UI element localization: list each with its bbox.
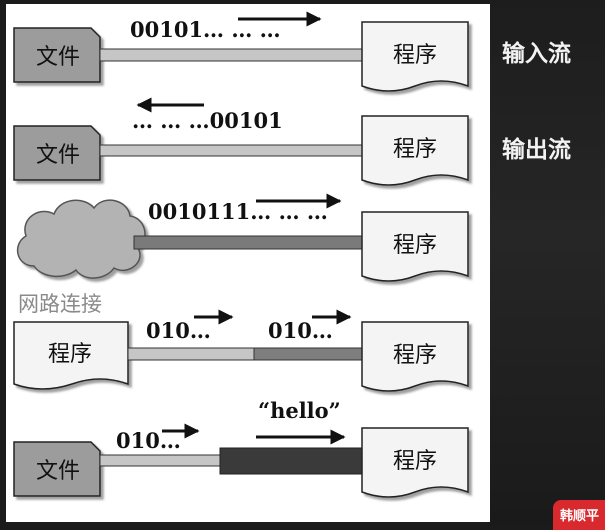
pipe-1 bbox=[99, 48, 363, 62]
pipe-4a bbox=[127, 347, 255, 361]
pipe-5b-buffer bbox=[219, 447, 363, 475]
stream-diagram: 文件 程序 00101… … … 文件 程序 … … …00101 网路连接 程… bbox=[13, 11, 469, 498]
row-4-program-stream: 程序 程序 010… 010… bbox=[13, 309, 469, 392]
bits-label-2: … … …00101 bbox=[132, 108, 283, 133]
program-box-4-left bbox=[13, 321, 129, 390]
pipe-5a bbox=[99, 454, 221, 467]
program-label-1: 程序 bbox=[393, 43, 437, 68]
dark-background bbox=[490, 0, 605, 525]
output-stream-label: 输出流 bbox=[502, 137, 571, 163]
author-watermark: 韩顺平 bbox=[553, 500, 605, 530]
file-label-1: 文件 bbox=[36, 45, 80, 70]
pipe-3 bbox=[133, 235, 363, 250]
cloud-icon bbox=[16, 199, 146, 279]
row-3-network-stream: 网路连接 程序 0010111… … … bbox=[16, 193, 469, 316]
slide: 文件 程序 00101… … … 文件 程序 … … …00101 网路连接 程… bbox=[6, 4, 490, 522]
bits-label-4b: 010… bbox=[268, 318, 333, 343]
row-1-input-stream: 文件 程序 00101… … … bbox=[13, 11, 469, 92]
program-box-5 bbox=[361, 427, 469, 498]
hello-label: “hello” bbox=[258, 398, 341, 423]
program-box-2 bbox=[361, 115, 469, 186]
program-label-5: 程序 bbox=[393, 449, 437, 474]
program-box-4-right bbox=[361, 321, 469, 392]
row-2-output-stream: 文件 程序 … … …00101 bbox=[13, 97, 469, 186]
file-box-2 bbox=[13, 125, 101, 181]
program-label-4-right: 程序 bbox=[393, 343, 437, 368]
program-box-1 bbox=[361, 21, 469, 92]
program-label-4-left: 程序 bbox=[48, 342, 92, 367]
program-box-3 bbox=[361, 211, 469, 282]
row-5-hello-stream: 文件 程序 010… “hello” bbox=[13, 398, 469, 498]
input-stream-label: 输入流 bbox=[502, 41, 571, 67]
file-label-2: 文件 bbox=[36, 143, 80, 168]
bits-label-4a: 010… bbox=[146, 318, 211, 343]
program-label-2: 程序 bbox=[393, 137, 437, 162]
network-label: 网路连接 bbox=[18, 292, 102, 316]
pipe-2 bbox=[99, 144, 363, 157]
program-label-3: 程序 bbox=[393, 233, 437, 258]
file-box-5 bbox=[13, 441, 101, 497]
bits-label-1: 00101… … … bbox=[130, 17, 281, 42]
pipe-4b bbox=[253, 347, 363, 361]
bits-label-3: 0010111… … … bbox=[148, 199, 328, 224]
file-label-5: 文件 bbox=[36, 459, 80, 484]
